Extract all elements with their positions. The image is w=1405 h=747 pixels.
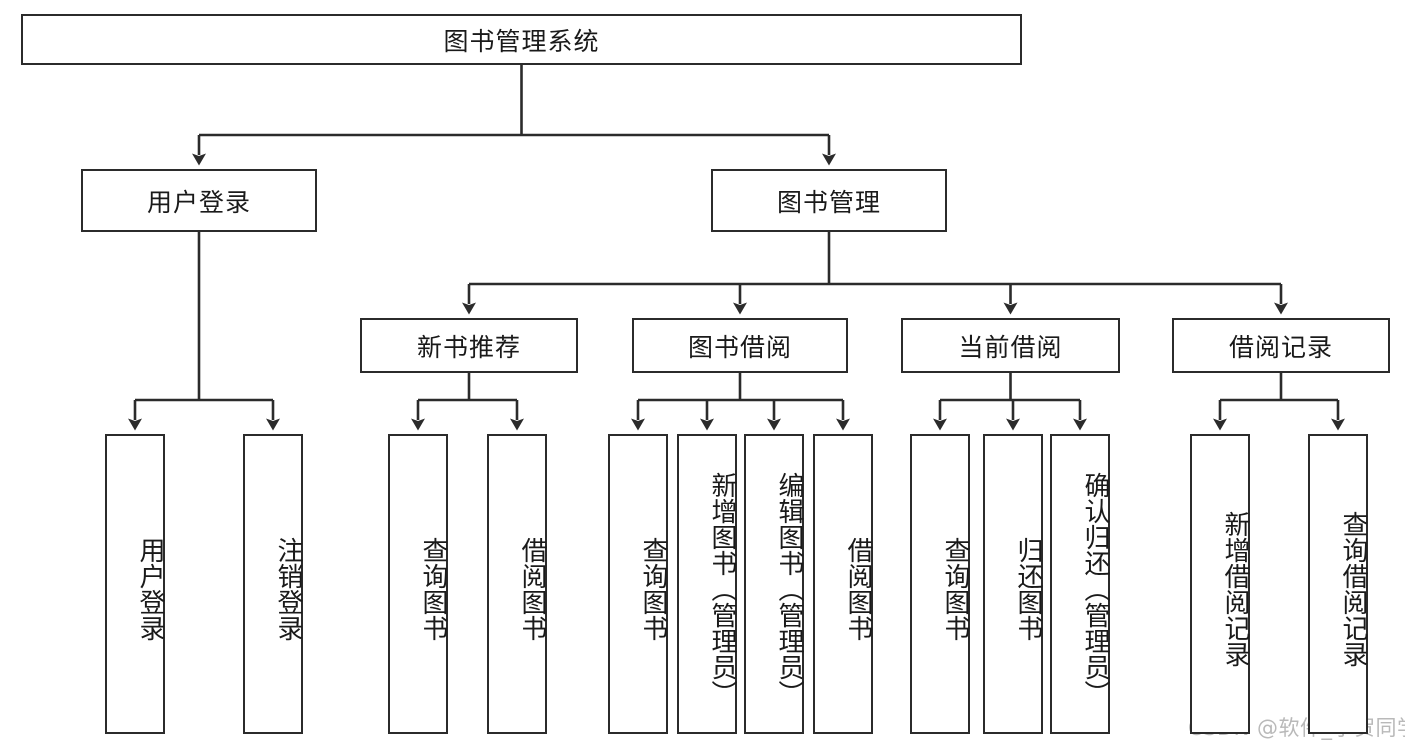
node-leaf4[interactable]: 借阅图书 xyxy=(487,434,547,734)
node-label: 用户登录 xyxy=(146,187,251,217)
node-label: 当前借阅 xyxy=(958,332,1063,362)
node-label: 注销登录 xyxy=(273,537,303,641)
node-label: 新增图书（管理员） xyxy=(707,472,737,706)
node-l2b[interactable]: 图书管理 xyxy=(711,169,947,232)
node-leaf3[interactable]: 查询图书 xyxy=(388,434,448,734)
node-label: 查询图书 xyxy=(940,537,970,641)
node-label: 新增借阅记录 xyxy=(1220,511,1250,667)
node-label: 借阅记录 xyxy=(1228,332,1333,362)
node-label: 借阅图书 xyxy=(843,537,873,641)
node-root[interactable]: 图书管理系统 xyxy=(21,14,1022,65)
node-label: 图书管理 xyxy=(776,187,881,217)
node-label: 查询图书 xyxy=(418,537,448,641)
node-leaf5[interactable]: 查询图书 xyxy=(608,434,668,734)
node-leaf10[interactable]: 归还图书 xyxy=(983,434,1043,734)
node-l2a[interactable]: 用户登录 xyxy=(81,169,317,232)
node-leaf6[interactable]: 新增图书（管理员） xyxy=(677,434,737,734)
node-label: 用户登录 xyxy=(135,537,165,641)
node-l3b[interactable]: 图书借阅 xyxy=(632,318,848,373)
node-leaf2[interactable]: 注销登录 xyxy=(243,434,303,734)
node-label: 查询图书 xyxy=(638,537,668,641)
node-l3a[interactable]: 新书推荐 xyxy=(360,318,578,373)
node-l3d[interactable]: 借阅记录 xyxy=(1172,318,1390,373)
node-leaf12[interactable]: 新增借阅记录 xyxy=(1190,434,1250,734)
node-leaf1[interactable]: 用户登录 xyxy=(105,434,165,734)
node-leaf7[interactable]: 编辑图书（管理员） xyxy=(744,434,804,734)
node-label: 新书推荐 xyxy=(416,332,521,362)
node-label: 归还图书 xyxy=(1013,537,1043,641)
node-leaf8[interactable]: 借阅图书 xyxy=(813,434,873,734)
node-label: 图书管理系统 xyxy=(443,26,600,56)
node-leaf13[interactable]: 查询借阅记录 xyxy=(1308,434,1368,734)
node-l3c[interactable]: 当前借阅 xyxy=(901,318,1120,373)
node-label: 借阅图书 xyxy=(517,537,547,641)
node-label: 确认归还（管理员） xyxy=(1080,472,1110,706)
node-label: 查询借阅记录 xyxy=(1338,511,1368,667)
node-label: 图书借阅 xyxy=(687,332,792,362)
node-leaf9[interactable]: 查询图书 xyxy=(910,434,970,734)
node-label: 编辑图书（管理员） xyxy=(774,472,804,706)
node-leaf11[interactable]: 确认归还（管理员） xyxy=(1050,434,1110,734)
